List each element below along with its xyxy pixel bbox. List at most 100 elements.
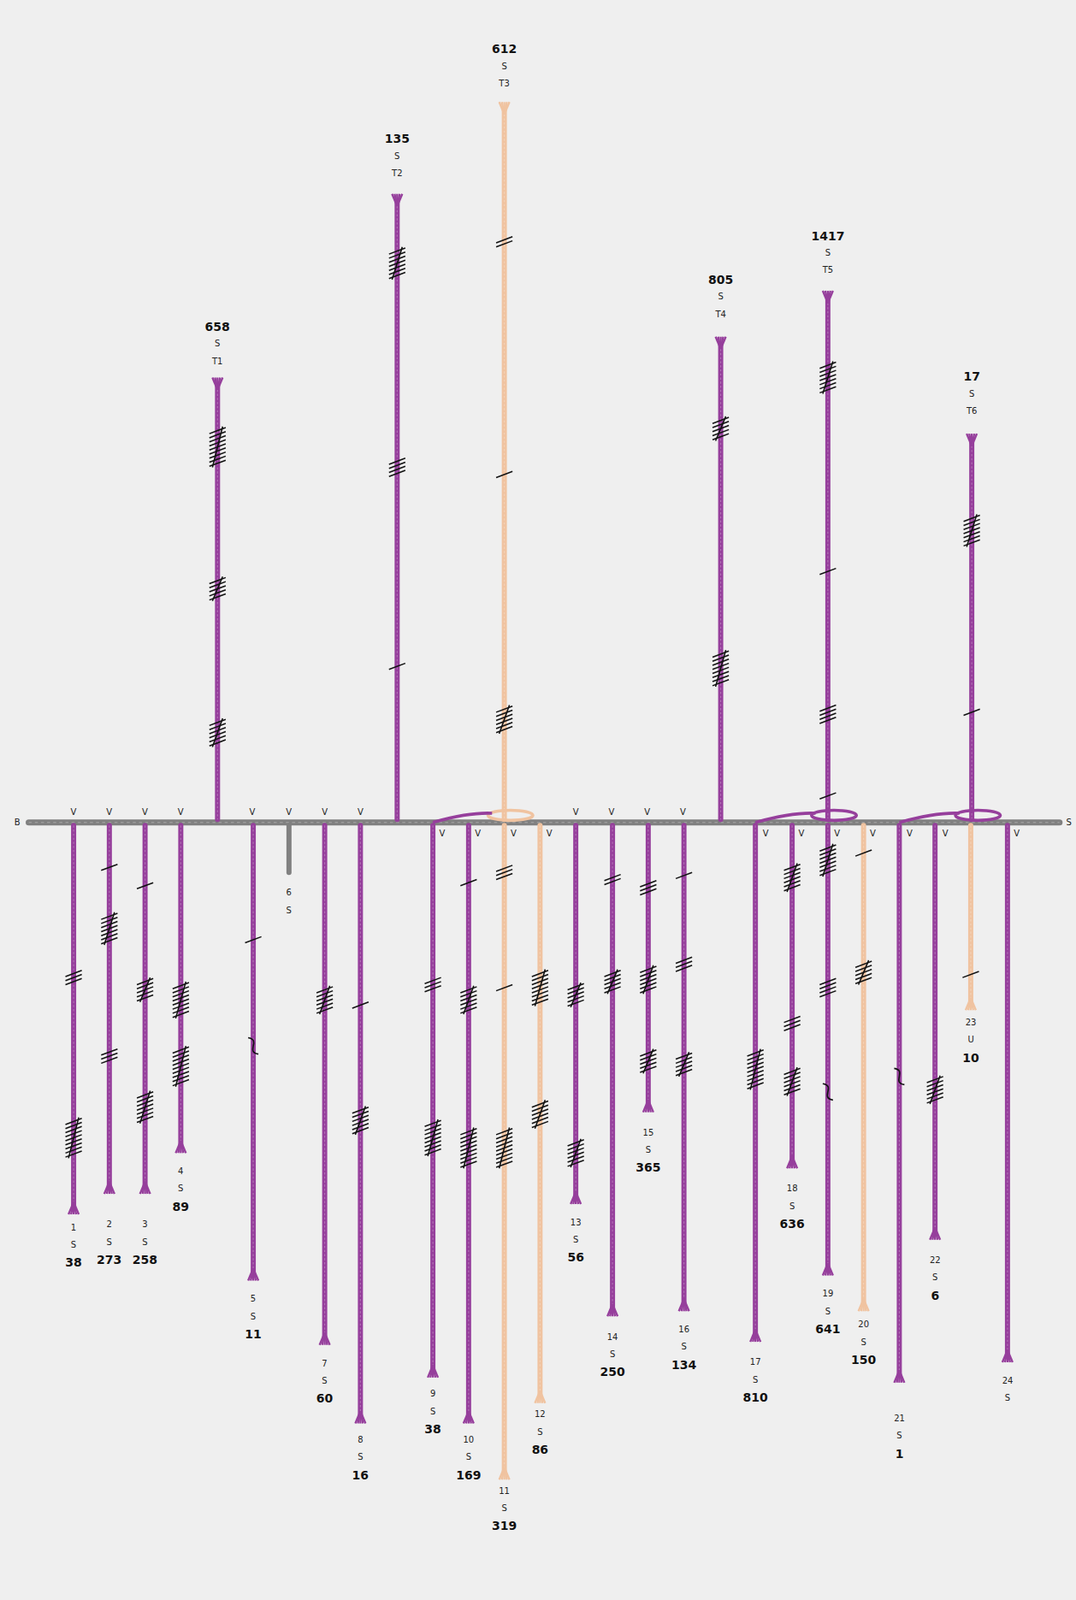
cord-label: V [798, 829, 805, 839]
cord-label: V [679, 808, 686, 817]
cord-value: 38 [424, 1423, 441, 1436]
cord-twist [863, 825, 864, 1303]
cord-tassel [858, 1299, 864, 1312]
knot-mark [786, 1067, 798, 1096]
cord-label: V [321, 808, 328, 817]
cord-tassel [534, 1390, 540, 1403]
cord-value: 38 [65, 1256, 82, 1269]
cord-label: V [942, 829, 949, 839]
cord-tassel [612, 1304, 618, 1317]
cord-label: S [214, 339, 220, 349]
cord-label: S [430, 1407, 436, 1417]
cord-tassel [73, 1202, 79, 1215]
cord-tassel [360, 1411, 366, 1424]
cord-value: 1 [895, 1448, 905, 1461]
knot-mark [389, 470, 406, 477]
cord-value: 134 [671, 1359, 697, 1372]
short-pendant [286, 825, 292, 873]
cord [609, 825, 615, 1308]
knot-mark [319, 986, 331, 1015]
cord-label: S [896, 1431, 902, 1441]
cord-tassel [750, 1330, 756, 1343]
cord-label: S [789, 1202, 795, 1212]
cord-value: 10 [962, 1052, 979, 1065]
cord-label: S [177, 1184, 184, 1194]
cord-label: S [141, 1238, 148, 1248]
knot-mark [499, 1128, 510, 1170]
cord-tassel [109, 1182, 115, 1195]
knot-mark [140, 977, 151, 1003]
knot-mark [425, 1149, 442, 1156]
cord-tassel [504, 1467, 510, 1480]
cord-value: 56 [567, 1251, 584, 1264]
cord-tassel [965, 998, 971, 1011]
cord-tassel [217, 377, 223, 390]
cord-label: V [70, 808, 77, 817]
cord-label: S [680, 1342, 686, 1352]
cord-label: 15 [643, 1129, 655, 1138]
cord-tassel [971, 433, 977, 446]
cord-tassel [499, 1467, 505, 1480]
knot-mark [496, 873, 513, 880]
cord-label: 16 [678, 1325, 690, 1335]
cord-tassel [468, 1411, 474, 1424]
cord-label: V [474, 829, 481, 839]
cord-value: 365 [635, 1161, 661, 1174]
cord [430, 825, 436, 1370]
cord-label: S [394, 152, 400, 161]
knot-mark [212, 426, 223, 468]
knot-mark [140, 1091, 151, 1124]
cord-label: S [70, 1241, 77, 1250]
cord-label: 19 [822, 1289, 834, 1299]
cord-label: S [1065, 818, 1071, 828]
knot-mark [784, 1024, 801, 1031]
attachment-loop [488, 809, 534, 821]
cord [1005, 825, 1011, 1354]
cord-label: S [250, 1312, 256, 1322]
cord-label: S [1005, 1394, 1011, 1403]
knot-mark [567, 1160, 585, 1167]
knot-mark [639, 987, 657, 994]
cord-tassel [212, 377, 218, 390]
cord-label: 9 [430, 1389, 436, 1399]
cord-label: S [106, 1238, 113, 1248]
cord [752, 825, 758, 1334]
cord-tassel [822, 290, 828, 303]
knot-mark [100, 1057, 118, 1064]
cord-tassel [570, 1192, 576, 1205]
knot-mark [712, 679, 729, 686]
cord-twist [612, 825, 614, 1308]
cord-twist [971, 442, 973, 820]
cord [466, 825, 472, 1416]
cord [106, 825, 113, 1186]
knot-mark [675, 1070, 692, 1076]
cord-tassel [822, 1263, 828, 1276]
knot-mark [927, 1097, 944, 1104]
knot-mark [391, 247, 403, 280]
knot-mark [68, 1117, 79, 1159]
cord-label: V [546, 829, 553, 839]
cord [825, 825, 831, 1268]
cord-tassel [929, 1227, 935, 1240]
cord [969, 442, 975, 820]
cord-tassel [463, 1411, 469, 1424]
knot-mark [175, 981, 186, 1019]
cord-label: V [762, 829, 769, 839]
knot-mark [604, 878, 621, 885]
knot-mark [389, 272, 406, 279]
cord-label: 17 [750, 1358, 762, 1367]
knot-mark [100, 864, 118, 871]
cord-tassel [827, 290, 834, 303]
cord-label: S [717, 292, 723, 302]
knot-mark [929, 1076, 941, 1105]
attachment-loop [811, 809, 858, 821]
knot-mark [496, 984, 513, 991]
cord-label: V [608, 808, 615, 817]
knot-mark [136, 1116, 154, 1123]
cord-label: T2 [391, 169, 403, 178]
cord-label: V [510, 829, 517, 839]
cord-tassel [863, 1299, 870, 1312]
cord-twist [144, 825, 146, 1186]
knot-mark [679, 1052, 690, 1077]
